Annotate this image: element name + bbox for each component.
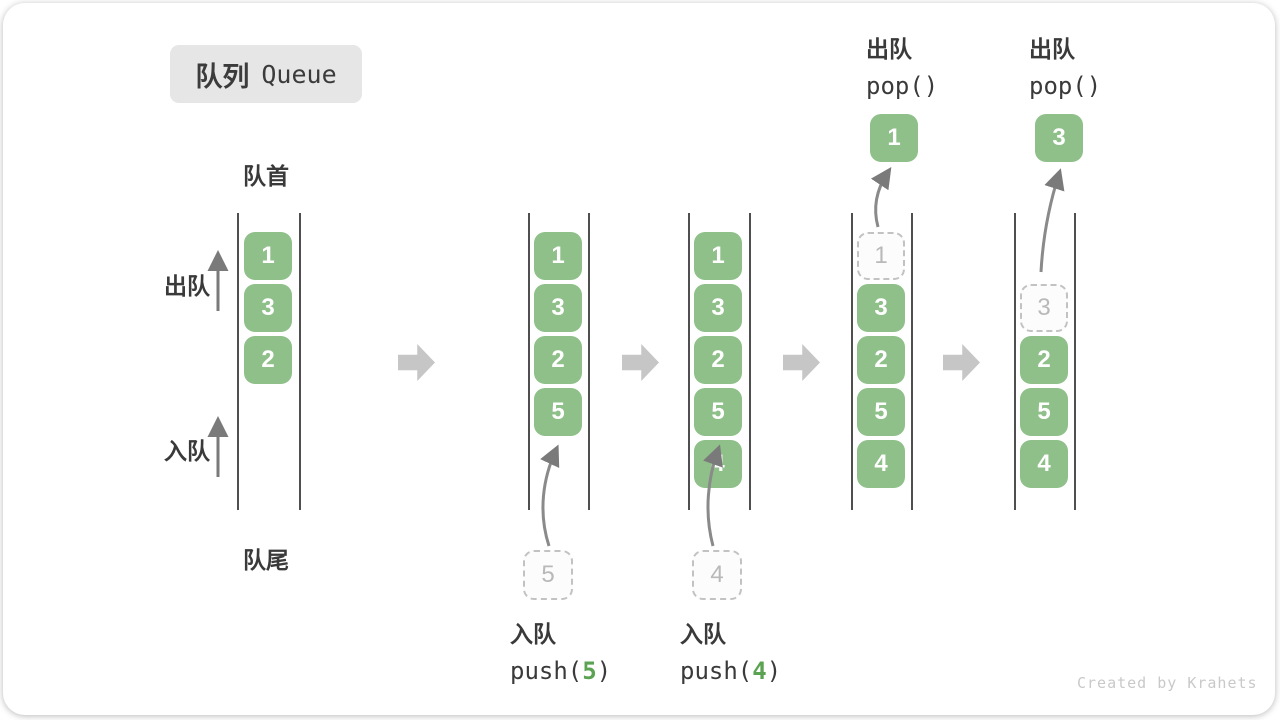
queue-wall-left [688, 213, 690, 510]
queue-cell: 1 [244, 232, 292, 280]
queue-wall-right [1074, 213, 1076, 510]
queue-cell: 2 [857, 336, 905, 384]
title-badge: 队列 Queue [170, 45, 362, 103]
op-code: pop() [866, 72, 939, 100]
op-label-zh: 出队 [866, 36, 912, 62]
op-label-push-5: 入队 push(5) [510, 615, 611, 685]
op-code: pop() [1029, 72, 1102, 100]
op-label-zh: 出队 [1029, 36, 1075, 62]
op-label-push-4: 入队 push(4) [680, 615, 781, 685]
queue-cell: 4 [857, 440, 905, 488]
queue-cell: 4 [694, 440, 742, 488]
popped-element: 3 [1035, 114, 1083, 162]
queue-cell: 5 [534, 388, 582, 436]
incoming-element: 5 [523, 550, 573, 600]
op-code: push(5) [510, 657, 611, 685]
op-label-zh: 入队 [680, 621, 726, 647]
queue-cell: 3 [857, 284, 905, 332]
queue-cell: 3 [694, 284, 742, 332]
queue-cell: 2 [244, 336, 292, 384]
queue-cell: 4 [1020, 440, 1068, 488]
label-dequeue-side: 出队 [164, 273, 210, 299]
op-label-zh: 入队 [510, 621, 556, 647]
op-code-fn: push( [510, 657, 583, 685]
queue-cell: 2 [534, 336, 582, 384]
queue-wall-right [299, 213, 301, 510]
op-code-arg: 4 [752, 657, 767, 685]
op-code-close: ) [596, 657, 612, 685]
queue-cell: 5 [1020, 388, 1068, 436]
label-queue-rear: 队尾 [243, 547, 289, 573]
ghost-popped-slot: 3 [1020, 284, 1068, 332]
queue-cell: 1 [534, 232, 582, 280]
label-queue-front: 队首 [243, 163, 289, 189]
queue-wall-left [237, 213, 239, 510]
title-en: Queue [261, 59, 337, 89]
op-label-pop-1: 出队 pop() [866, 30, 938, 100]
op-code-close: ) [766, 657, 782, 685]
queue-cell: 5 [694, 388, 742, 436]
popped-element: 1 [870, 114, 918, 162]
queue-cell: 3 [534, 284, 582, 332]
queue-wall-right [749, 213, 751, 510]
ghost-popped-slot: 1 [857, 232, 905, 280]
op-code-fn: push( [680, 657, 753, 685]
watermark-credit: Created by Krahets [1077, 674, 1258, 692]
queue-cell: 2 [694, 336, 742, 384]
op-label-pop-3: 出队 pop() [1029, 30, 1101, 100]
queue-wall-left [1014, 213, 1016, 510]
op-code: push(4) [680, 657, 781, 685]
queue-wall-left [851, 213, 853, 510]
title-zh: 队列 [195, 61, 250, 92]
queue-wall-right [588, 213, 590, 510]
label-enqueue-side: 入队 [164, 438, 210, 464]
queue-wall-left [528, 213, 530, 510]
queue-wall-right [911, 213, 913, 510]
incoming-element: 4 [692, 550, 742, 600]
queue-cell: 5 [857, 388, 905, 436]
queue-cell: 1 [694, 232, 742, 280]
queue-cell: 3 [244, 284, 292, 332]
queue-cell: 2 [1020, 336, 1068, 384]
op-code-arg: 5 [582, 657, 597, 685]
